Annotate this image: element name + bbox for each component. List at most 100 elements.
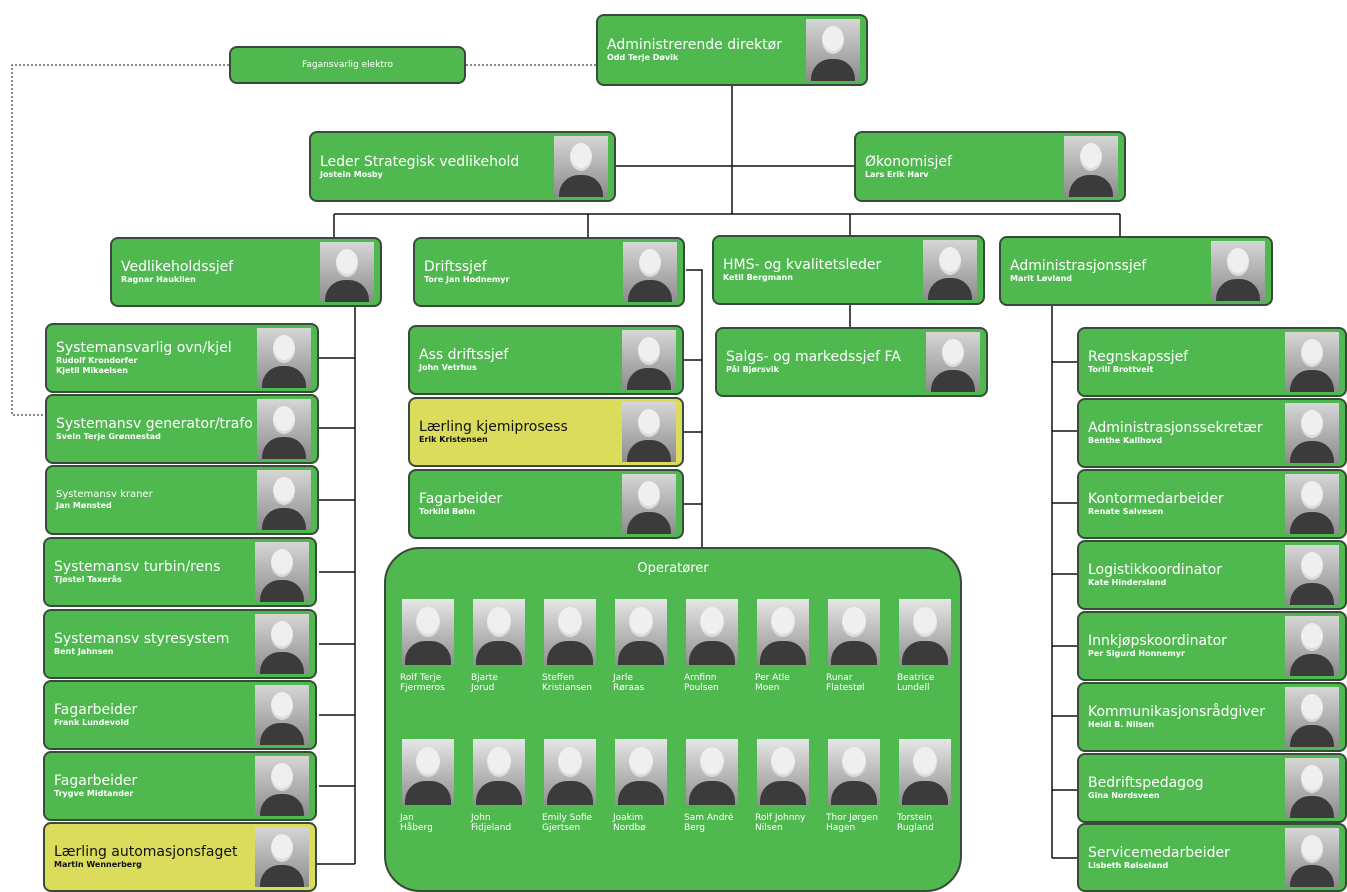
portrait-photo <box>320 242 374 302</box>
node-names: Trygve Midtander <box>54 789 134 798</box>
node-title: Fagarbeider <box>54 773 138 789</box>
node-names: Jan Mønsted <box>56 501 112 510</box>
portrait-photo <box>1285 545 1339 605</box>
node-title: Salgs- og markedssjef FA <box>726 349 901 365</box>
operator-name: John Fidjeland <box>471 813 512 833</box>
operator-name: Bjarte Jorud <box>471 673 498 693</box>
portrait-photo <box>622 330 676 390</box>
node-title: Innkjøpskoordinator <box>1088 633 1227 649</box>
operator-card: Joakim Nordbø <box>613 739 683 833</box>
node-title: Kontormedarbeider <box>1088 491 1224 507</box>
node-title: Fagarbeider <box>54 702 138 718</box>
operator-name: Rolf Terje Fjermeros <box>400 673 445 693</box>
operator-name: Emily Sofie Gjertsen <box>542 813 593 833</box>
portrait-photo <box>622 474 676 534</box>
operator-photo <box>473 739 525 805</box>
portrait-photo <box>926 332 980 392</box>
operator-name: Jan Håberg <box>400 813 433 833</box>
node-title: Vedlikeholdssjef <box>121 259 234 275</box>
node-title: Regnskapssjef <box>1088 349 1189 365</box>
operator-photo <box>473 599 525 665</box>
node-title: HMS- og kvalitetsleder <box>723 257 882 273</box>
node-title: Systemansv styresystem <box>54 631 230 647</box>
operator-name: Per Atle Moen <box>755 673 790 693</box>
node-names: Odd Terje Døvik <box>607 53 679 62</box>
operator-name: Jarle Røraas <box>613 673 645 693</box>
node-names: Per Sigurd Honnemyr <box>1088 649 1185 658</box>
portrait-photo <box>1285 687 1339 747</box>
operator-photo <box>899 599 951 665</box>
node-names: Martin Wennerberg <box>54 860 142 869</box>
portrait-photo <box>1285 332 1339 392</box>
portrait-photo <box>255 542 309 602</box>
portrait-photo <box>255 756 309 816</box>
node-names: Frank Lundevold <box>54 718 129 727</box>
node-names: Bent Jahnsen <box>54 647 114 656</box>
operator-card: Torstein Rugland <box>897 739 960 833</box>
org-box-fag_el: Fagansvarlig elektro <box>229 46 466 84</box>
node-title: Systemansvarlig ovn/kjel <box>56 340 232 356</box>
node-title: Ass driftssjef <box>419 347 509 363</box>
portrait-photo <box>255 827 309 887</box>
portrait-photo <box>623 242 677 302</box>
node-title: Kommunikasjonsrådgiver <box>1088 704 1265 720</box>
node-title: Økonomisjef <box>865 153 952 170</box>
node-title: Administrasjonssjef <box>1010 258 1147 274</box>
node-names: Ragnar Hauklien <box>121 275 196 284</box>
node-names: Torill Brottveit <box>1088 365 1154 374</box>
node-title: Logistikkoordinator <box>1088 562 1222 578</box>
operator-card: John Fidjeland <box>471 739 541 833</box>
operator-photo <box>828 739 880 805</box>
node-names: Benthe Kallhovd <box>1088 436 1163 445</box>
portrait-photo <box>923 240 977 300</box>
operator-photo <box>544 599 596 665</box>
node-names: Ketil Bergmann <box>723 273 793 282</box>
operator-name: Steffen Kristiansen <box>542 673 592 693</box>
portrait-photo <box>622 402 676 462</box>
operator-card: Emily Sofie Gjertsen <box>542 739 612 833</box>
operator-card: Per Atle Moen <box>755 599 825 693</box>
node-title: Administrasjonssekretær <box>1088 420 1263 436</box>
operator-photo <box>757 599 809 665</box>
operator-card: Jarle Røraas <box>613 599 683 693</box>
node-names: Torkild Bøhn <box>419 507 476 516</box>
connector-line <box>686 269 703 547</box>
operator-name: Beatrice Lundell <box>897 673 935 693</box>
operator-photo <box>828 599 880 665</box>
operator-name: Joakim Nordbø <box>613 813 646 833</box>
operator-card: Runar Flatestøl <box>826 599 896 693</box>
node-names: Tjøstel Taxerås <box>54 575 122 584</box>
portrait-photo <box>1285 758 1339 818</box>
node-names: Jostein Mosby <box>320 169 383 179</box>
node-names: Lisbeth Røiseland <box>1088 860 1169 870</box>
node-names: Heidi B. Nilsen <box>1088 720 1155 729</box>
portrait-photo <box>257 470 311 530</box>
operators-title: Operatører <box>637 561 709 576</box>
operator-photo <box>899 739 951 805</box>
operator-name: Rolf Johnny Nilsen <box>755 813 806 833</box>
node-names: Renate Salvesen <box>1088 507 1164 516</box>
node-names: Lars Erik Harv <box>865 169 929 179</box>
